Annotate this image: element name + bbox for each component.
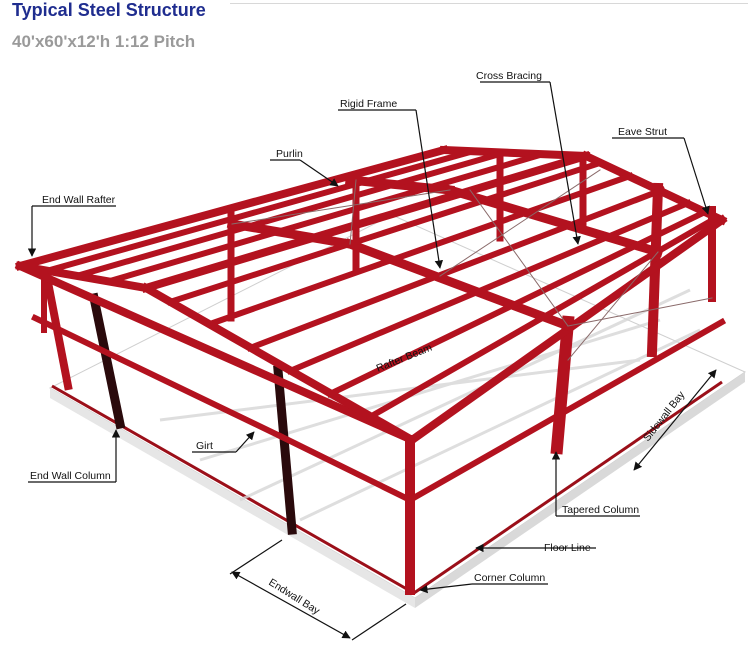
steel-frame — [14, 145, 728, 595]
back-rafter-right — [580, 150, 728, 226]
label-girt: Girt — [196, 440, 213, 452]
end-wall-column-2 — [273, 365, 297, 535]
label-endwall-bay: Endwall Bay — [266, 576, 322, 617]
girt-side — [405, 317, 727, 505]
label-floor-line: Floor Line — [544, 542, 591, 554]
leader-lines — [27, 81, 717, 641]
rigid-frame-1b — [344, 238, 574, 332]
label-rigid-frame: Rigid Frame — [340, 98, 397, 110]
girt-front-lower — [275, 431, 415, 505]
label-eave-strut: Eave Strut — [618, 126, 667, 138]
floor-shadows — [159, 288, 701, 522]
label-cross-bracing: Cross Bracing — [476, 70, 542, 82]
page-subtitle: 40'x60'x12'h 1:12 Pitch — [12, 32, 196, 51]
end-wall-rafter-right — [140, 282, 418, 446]
front-eave — [14, 260, 418, 446]
label-tapered-column: Tapered Column — [562, 504, 639, 516]
back-eave — [15, 145, 449, 271]
label-end-wall-column: End Wall Column — [30, 470, 111, 482]
girt-front-upper — [30, 313, 285, 441]
label-purlin: Purlin — [276, 148, 303, 160]
header-divider — [230, 3, 748, 4]
page-title: Typical Steel Structure — [12, 0, 206, 20]
tapered-column — [550, 315, 575, 455]
end-wall-column-1 — [88, 292, 126, 430]
label-end-wall-rafter: End Wall Rafter — [42, 194, 116, 206]
label-corner-column: Corner Column — [474, 572, 545, 584]
ridge — [141, 151, 591, 293]
